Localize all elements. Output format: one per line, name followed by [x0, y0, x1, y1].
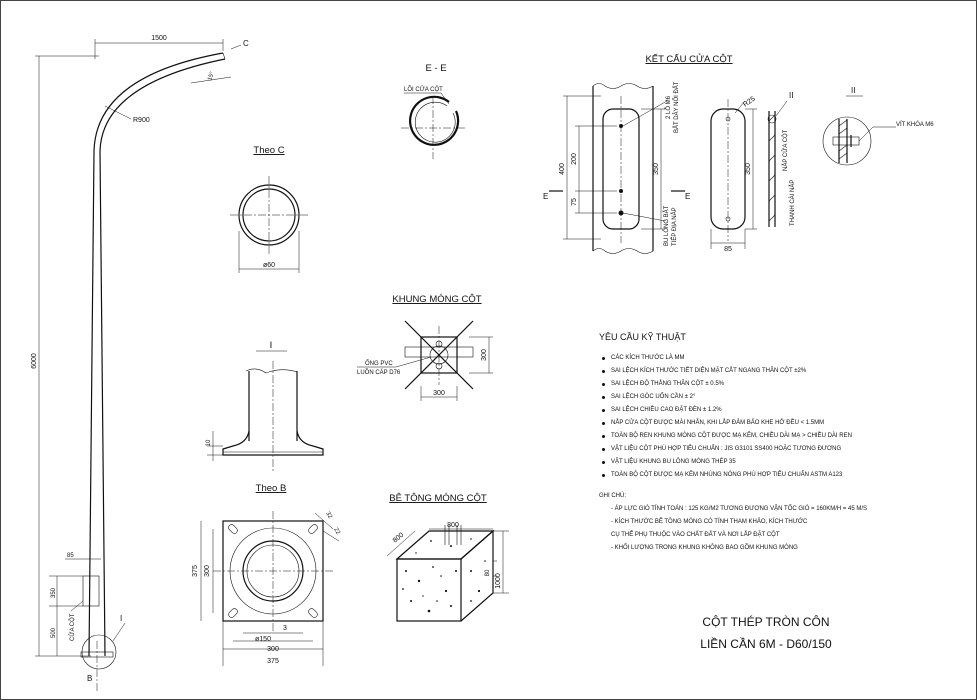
foundation-cage-title: KHUNG MÓNG CỘT [392, 294, 481, 305]
door-structure-title: KẾT CẤU CỬA CỘT [645, 53, 732, 65]
door-label-hole: 2 LỖ M6 [665, 95, 672, 119]
view-b-h300: 300 [204, 565, 211, 577]
foundation-cage-dim-h: 300 [481, 349, 488, 361]
concrete-d80: 80 [485, 569, 491, 576]
view-c: Theo C ø60 [230, 145, 308, 273]
view-c-dim: ø60 [263, 262, 275, 269]
view-b-s32: 32 [324, 511, 333, 520]
door-mark-e-left: E [543, 192, 548, 201]
requirement-item: NẮP CỬA CỘT ĐƯỢC MÀI NHẴN, KHI LẮP ĐẢM B… [599, 417, 969, 430]
concrete-foundation: BÊ TÔNG MÓNG CỘT 800 800 1000 80 [386, 493, 509, 622]
requirement-item: CÁC KÍCH THƯỚC LÀ MM [599, 352, 969, 365]
concrete-title: BÊ TÔNG MÓNG CỘT [389, 493, 487, 504]
door-label: CỬA CỘT [69, 613, 76, 641]
requirement-item: VẬT LIỆU CỘT PHÙ HỢP TIÊU CHUẨN : JIS G3… [599, 443, 969, 456]
requirement-item: TOÀN BỘ REN KHUNG MÓNG CỘT ĐƯỢC MẠ KẼM, … [599, 430, 969, 443]
section-ee-title: E - E [425, 63, 446, 74]
note-line: CỤ THỂ PHỤ THUỘC VÀO CHẤT ĐẤT VÀ NƠI LẮP… [611, 532, 780, 538]
door-label-thanh: THANH CÀI NẮP [788, 180, 796, 226]
door-label-nap: NẮP CỬA CỘT [781, 129, 789, 171]
view-b-w375: 375 [267, 658, 279, 665]
note-line: - KÍCH THƯỚC BÊ TÔNG MÓNG CÓ TÍNH THAM K… [611, 519, 808, 525]
door-dim-350: 350 [653, 163, 660, 175]
door-dim-350b: 350 [745, 163, 752, 175]
concrete-d800a: 800 [447, 522, 459, 529]
dim-arm: 1500 [151, 35, 167, 42]
door-label-bat: BẮT DÂY NỐI ĐẤT [672, 81, 680, 133]
door-dim-75: 75 [571, 198, 578, 206]
requirement-item: SAI LỆCH CHIỀU CAO ĐẶT ĐÈN ± 1.2% [599, 404, 969, 417]
section-ee: E - E LÕI CỬA CỘT [401, 63, 466, 159]
view-b-d150: ø150 [255, 636, 271, 643]
door-label-tiep-dia: TIẾP ĐỊA NẮP [670, 207, 678, 246]
notes-title: GHI CHÚ: [599, 493, 626, 499]
view-b-h375: 375 [192, 565, 199, 577]
view-b-w300: 300 [267, 646, 279, 653]
requirement-item: VẬT LIỆU KHUNG BU LÔNG MÓNG THÉP 35 [599, 456, 969, 469]
marker-b: B [87, 674, 92, 683]
door-dim-r25: R25 [742, 95, 757, 108]
door-mark-e-right: E [685, 192, 690, 201]
concrete-speckle [402, 538, 486, 613]
view-b: Theo B 375 300 ø150 3 375 300 32 22 [192, 483, 341, 666]
door-label-bu-long: BU LÔNG BẮT [662, 205, 670, 246]
requirements-list: CÁC KÍCH THƯỚC LÀ MM SAI LỆCH KÍCH THƯỚC… [599, 352, 969, 482]
technical-requirements: YÊU CẦU KỸ THUẬT CÁC KÍCH THƯỚC LÀ MM SA… [599, 331, 969, 555]
door-structure: KẾT CẤU CỬA CỘT 400 200 75 350 E E 2 [543, 53, 934, 254]
detail-i-dim: 10 [206, 439, 212, 446]
foundation-cage: KHUNG MÓNG CỘT 300 300 ỐNG PVC LUỒN CÁP … [357, 294, 493, 401]
concrete-d1000: 1000 [495, 573, 502, 589]
dim-angle: 15° [207, 71, 216, 82]
title-block: CỘT THÉP TRÒN CÔN LIỀN CẦN 6M - D60/150 [691, 611, 841, 655]
view-b-title: Theo B [256, 483, 287, 494]
foundation-cage-dim-w: 300 [433, 390, 445, 397]
dim-door-low: 500 [51, 627, 57, 638]
title-line-1: CỘT THÉP TRÒN CÔN [702, 615, 830, 629]
detail-i-title: I [270, 340, 273, 351]
dim-door-h: 350 [51, 587, 57, 598]
dim-flange: 85 [67, 553, 74, 559]
requirement-item: SAI LỆCH ĐỘ THẲNG THÂN CỘT ± 0.5% [599, 378, 969, 391]
requirements-title: YÊU CẦU KỸ THUẬT [599, 332, 686, 342]
door-dim-200: 200 [571, 153, 578, 165]
view-b-s22: 22 [332, 527, 341, 536]
door-dim-85: 85 [724, 246, 732, 253]
requirement-item: SAI LỆCH KÍCH THƯỚC TIẾT DIỆN MẶT CẮT NG… [599, 365, 969, 378]
section-ee-label: LÕI CỬA CỘT [404, 86, 443, 93]
door-dim-400: 400 [559, 163, 566, 175]
title-line-2: LIỀN CẦN 6M - D60/150 [700, 637, 832, 651]
detail-i: I 10 [206, 340, 324, 471]
requirement-item: SAI LỆCH GÓC UỐN CẦN ± 2° [599, 391, 969, 404]
dim-radius: R900 [133, 117, 150, 124]
dim-height: 6000 [31, 353, 38, 369]
concrete-d800b: 800 [392, 532, 406, 545]
foundation-cage-label2: LUỒN CÁP D76 [357, 369, 401, 376]
requirement-item: TOÀN BỘ CỘT ĐƯỢC MẠ KẼM NHÚNG NÓNG PHÙ H… [599, 469, 969, 482]
door-label-vit: VÍT KHÓA M6 [896, 121, 934, 128]
note-line: - KHỐI LƯỢNG TRONG KHUNG KHÔNG BAO GỒM K… [611, 545, 798, 551]
note-line: - ÁP LỰC GIÓ TÍNH TOÁN : 125 KG/M2 TƯƠNG… [611, 506, 868, 512]
marker-i: I [120, 614, 122, 623]
detail-i-circle [81, 634, 117, 670]
view-b-s3: 3 [283, 625, 287, 632]
door-detail-title: II [851, 86, 855, 95]
marker-c: C [243, 39, 249, 48]
view-c-title: Theo C [253, 145, 284, 156]
foundation-cage-label1: ỐNG PVC [365, 360, 393, 367]
door-detail-mark: II [789, 91, 793, 100]
main-pole: 6000 1500 R900 C 15° 85 350 500 CỬA CỘT [31, 35, 249, 691]
